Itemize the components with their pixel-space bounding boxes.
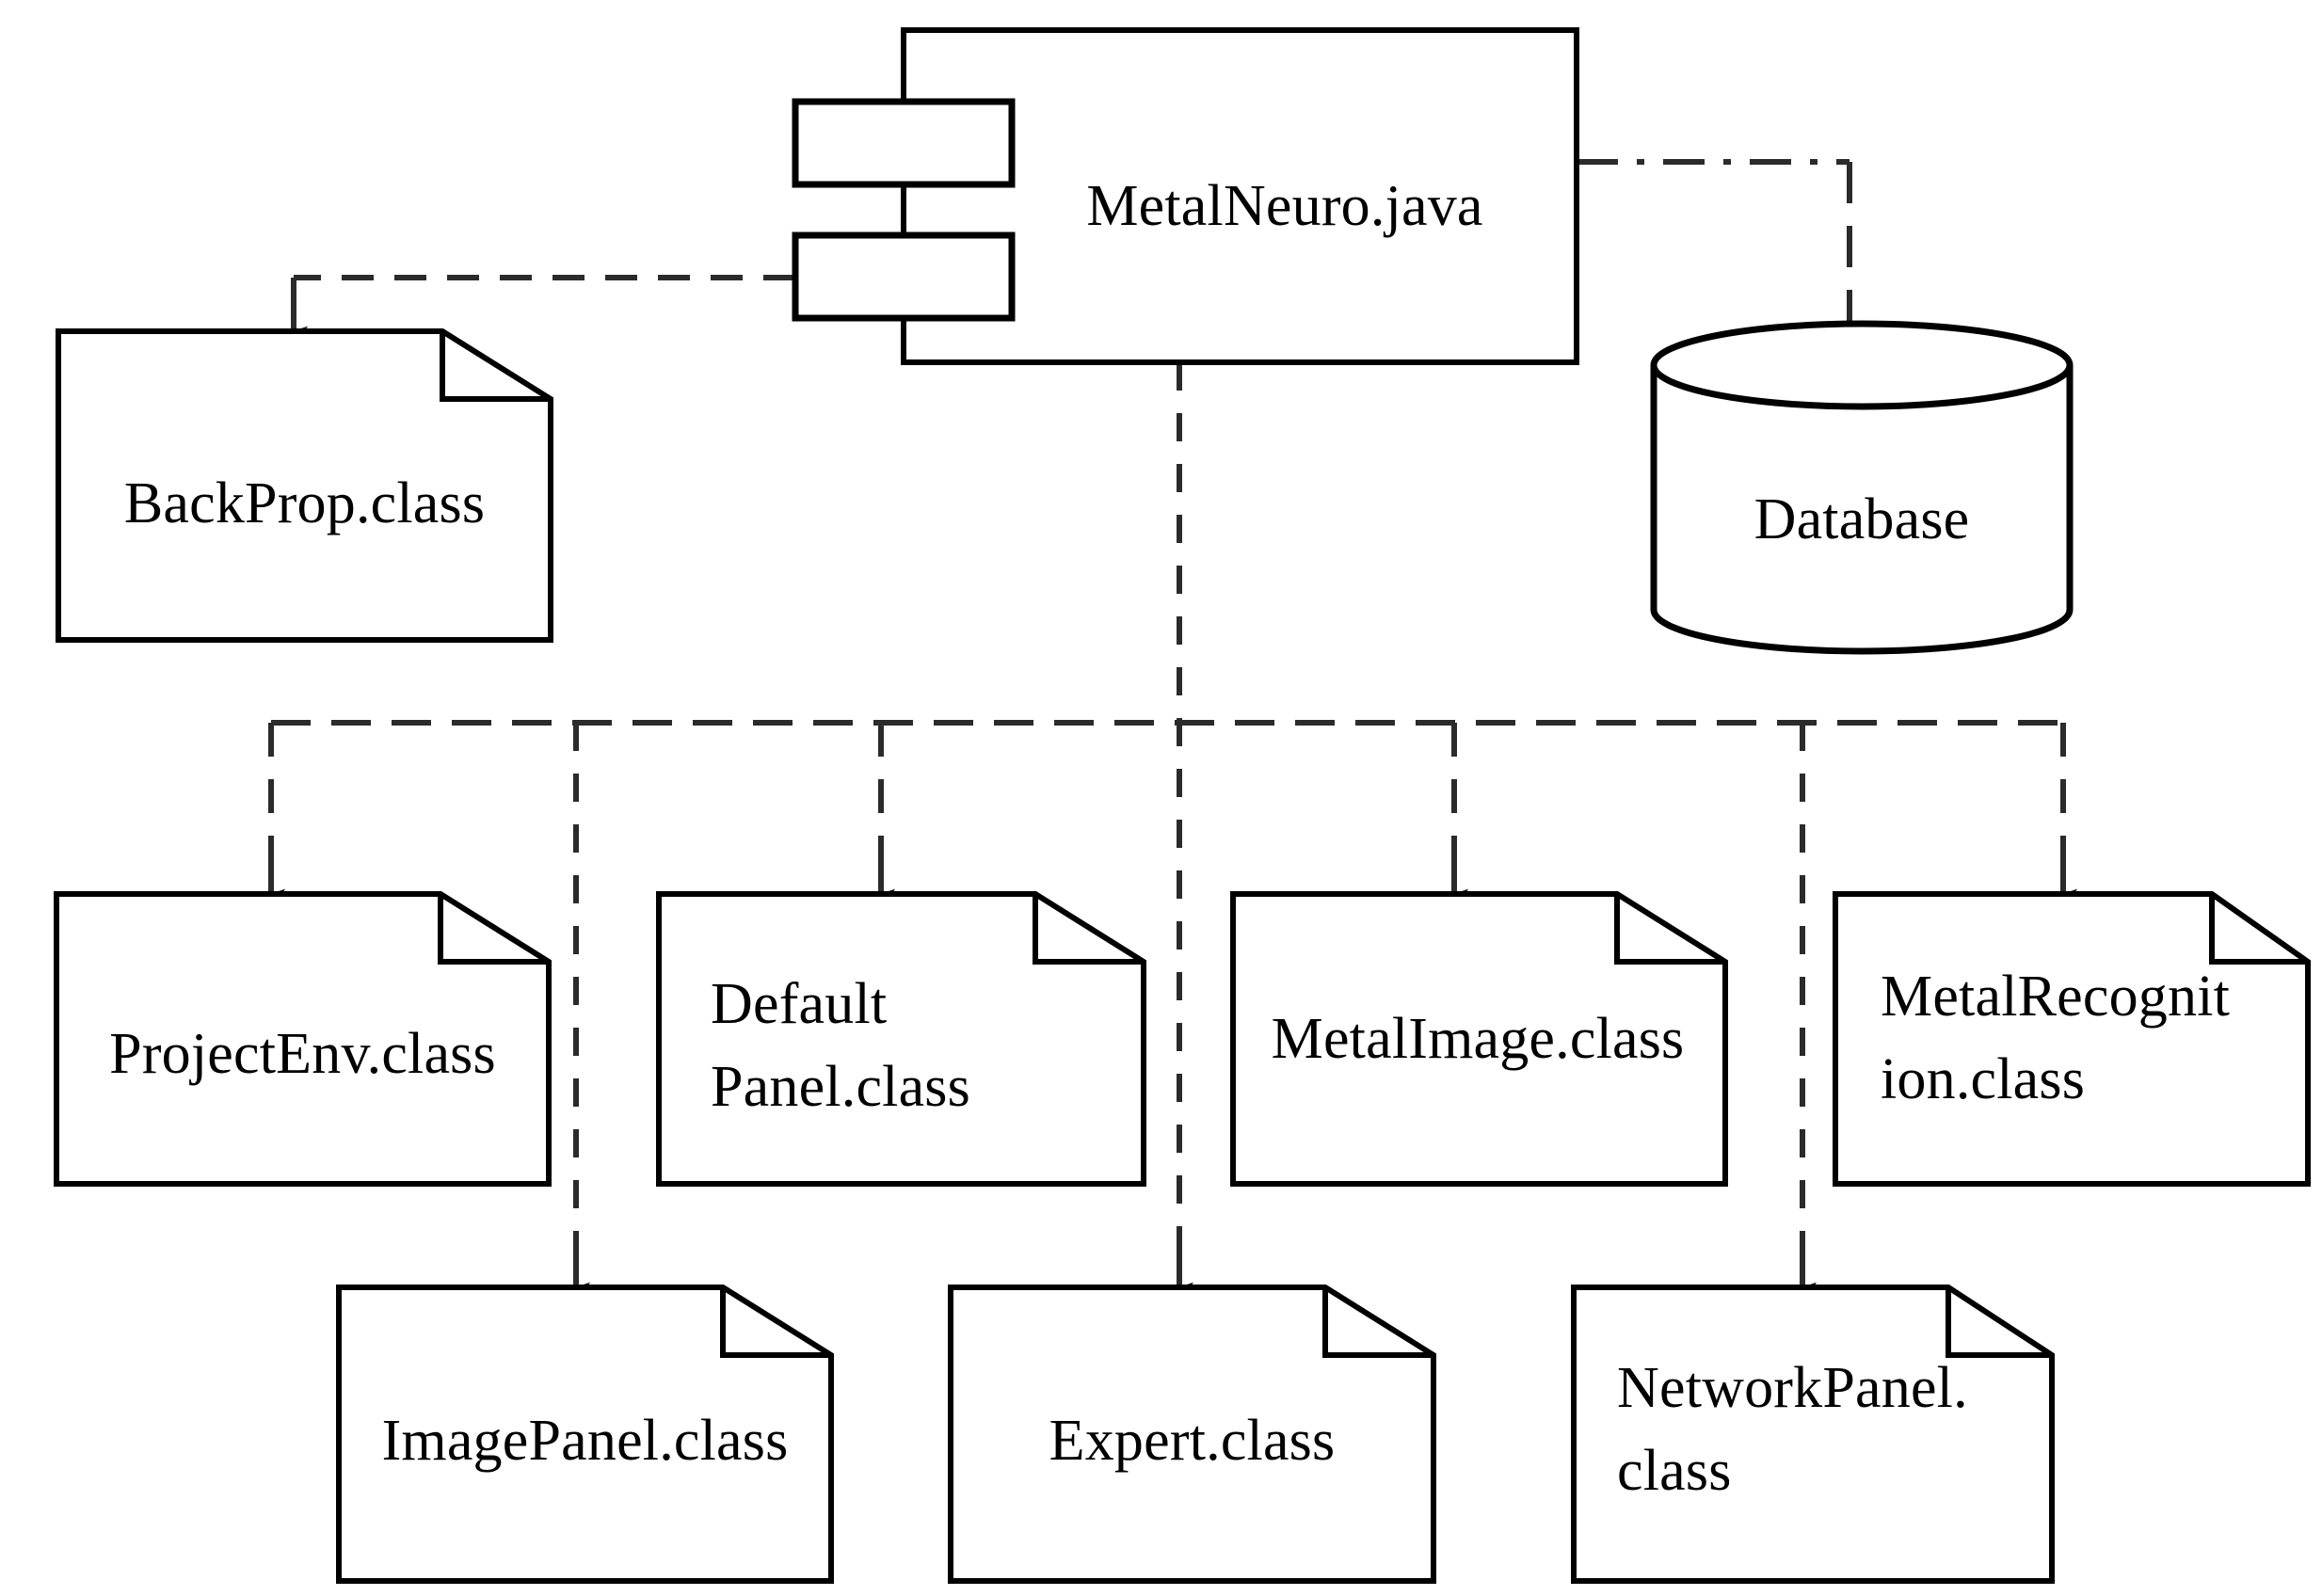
artifact-defaultpanel-shape[interactable] (656, 891, 1146, 1187)
connector-layer (268, 159, 2077, 1293)
artifact-imagepanel-shape[interactable] (336, 1285, 834, 1584)
artifact-metalimage-shape[interactable] (1230, 891, 1728, 1187)
artifact-networkpanel-shape[interactable] (1571, 1285, 2055, 1584)
metalneuro-component-shape[interactable] (792, 27, 1579, 365)
artifact-expert-shape[interactable] (948, 1285, 1436, 1584)
database-cylinder-shape[interactable] (1650, 320, 2074, 655)
component-tab-upper (792, 98, 1016, 188)
artifact-backprop-shape[interactable] (56, 328, 553, 643)
connector-metalneuro-to-database (1577, 159, 1864, 340)
artifact-projectenv-shape[interactable] (54, 891, 552, 1187)
connector-metalneuro-to-backprop (291, 275, 795, 337)
artifact-metalrecognition-shape[interactable] (1833, 891, 2311, 1187)
component-tab-lower (792, 231, 1016, 322)
